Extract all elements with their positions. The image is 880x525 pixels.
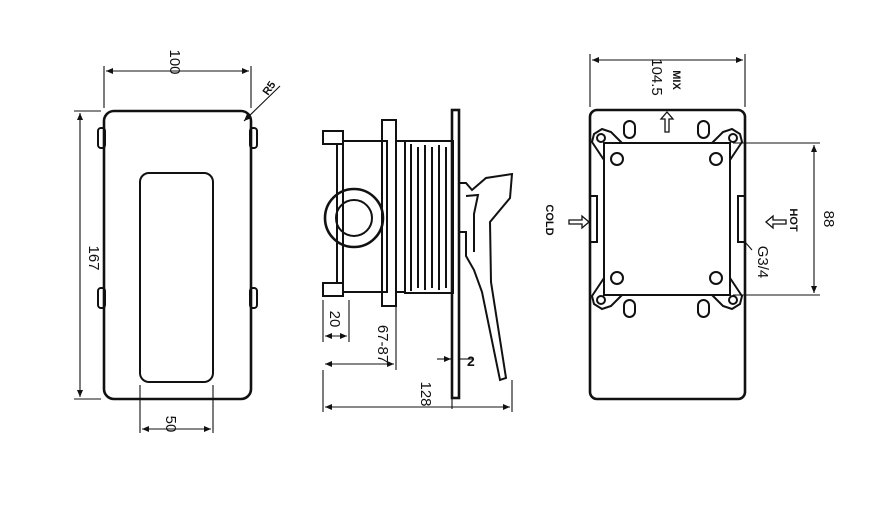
back-ear-bottom-right bbox=[711, 277, 744, 311]
side-body-frame bbox=[342, 140, 388, 293]
front-mount-lug bbox=[249, 287, 258, 309]
side-cover-plate bbox=[450, 108, 461, 400]
back-screw-hole bbox=[610, 271, 624, 285]
thread-label: G3/4 bbox=[754, 246, 771, 279]
back-screw-hole bbox=[709, 271, 723, 285]
back-slot-hole bbox=[623, 120, 636, 139]
mix-label: MIX bbox=[670, 70, 682, 90]
back-cold-port bbox=[589, 195, 598, 243]
side-depth-label: 67-87 bbox=[374, 325, 391, 363]
back-screw-hole bbox=[709, 152, 723, 166]
back-ear-bottom-left bbox=[590, 277, 623, 311]
back-valve-body bbox=[603, 142, 731, 296]
side-view: 20 67-87 2 128 bbox=[322, 108, 514, 412]
hot-arrow-icon bbox=[765, 214, 787, 230]
side-total-label: 128 bbox=[417, 381, 434, 406]
front-radius-label: R5 bbox=[261, 79, 279, 97]
back-slot-hole bbox=[697, 120, 710, 139]
side-bracket-bottom bbox=[322, 282, 344, 297]
hot-label: HOT bbox=[787, 208, 799, 232]
back-slot-hole bbox=[697, 299, 710, 318]
back-ear-top-right bbox=[711, 127, 744, 161]
side-handle bbox=[459, 172, 514, 382]
back-width-label: 104.5 bbox=[648, 58, 665, 96]
front-mount-lug bbox=[97, 127, 106, 149]
back-ear-top-left bbox=[590, 127, 623, 161]
front-height-label: 167 bbox=[85, 245, 102, 270]
front-lever-slot bbox=[139, 172, 214, 383]
front-plate-outline bbox=[102, 109, 253, 401]
back-slot-hole bbox=[623, 299, 636, 318]
mix-arrow-icon bbox=[659, 111, 675, 133]
side-inlet-inner bbox=[335, 199, 373, 237]
back-height-label: 88 bbox=[820, 211, 837, 228]
back-plate-outline bbox=[588, 108, 747, 401]
back-hot-port bbox=[737, 195, 746, 243]
side-inlet-outer bbox=[323, 187, 385, 249]
side-flange-label: 20 bbox=[326, 311, 343, 328]
front-view: 100 167 50 R5 bbox=[74, 49, 281, 433]
front-mount-lug bbox=[97, 287, 106, 309]
back-screw-hole bbox=[610, 152, 624, 166]
front-width-label: 100 bbox=[166, 49, 183, 74]
front-mount-lug bbox=[249, 127, 258, 149]
front-radius-leader bbox=[243, 85, 281, 122]
front-slot-label: 50 bbox=[162, 416, 179, 433]
side-bracket-top bbox=[322, 130, 344, 145]
cold-arrow-icon bbox=[568, 214, 590, 230]
side-flange bbox=[381, 119, 397, 307]
side-plate-label: 2 bbox=[467, 353, 475, 369]
cold-label: COLD bbox=[543, 204, 555, 235]
back-view: MIX COLD HOT G3/4 104.5 88 bbox=[543, 54, 837, 401]
